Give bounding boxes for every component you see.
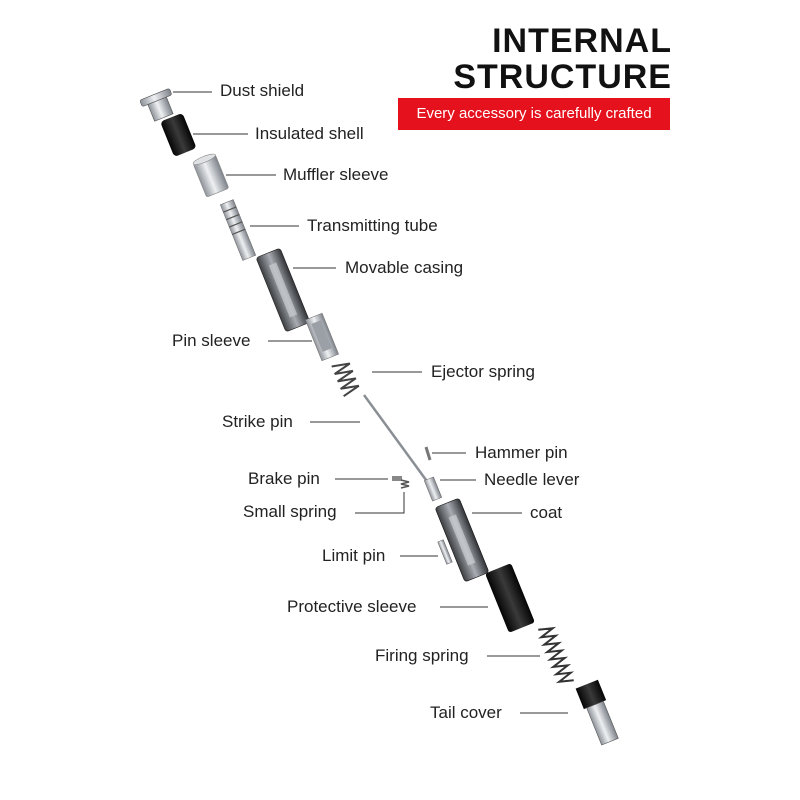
label-hammer-pin: Hammer pin	[475, 443, 568, 462]
label-insulated-shell: Insulated shell	[255, 124, 364, 143]
label-brake-pin: Brake pin	[248, 469, 320, 488]
brake-pin-part	[392, 476, 402, 481]
small-spring-part	[400, 479, 410, 489]
label-needle-lever: Needle lever	[484, 470, 580, 489]
label-tail-cover: Tail cover	[430, 703, 502, 722]
label-small-spring: Small spring	[243, 502, 337, 521]
tail-cover-part	[575, 679, 619, 746]
label-firing-spring: Firing spring	[375, 646, 469, 665]
transmitting-tube-part	[219, 199, 257, 261]
protective-sleeve-part	[485, 563, 535, 633]
coat-part	[435, 498, 489, 582]
muffler-sleeve-part	[192, 153, 229, 197]
tagline-banner: Every accessory is carefully crafted	[398, 98, 670, 130]
title-line-2: STRUCTURE	[453, 58, 672, 96]
label-strike-pin: Strike pin	[222, 412, 293, 431]
leader-small-spring	[355, 492, 405, 514]
limit-pin-part	[437, 539, 453, 565]
firing-spring-part	[537, 626, 575, 684]
label-muffler-sleeve: Muffler sleeve	[283, 165, 389, 184]
movable-casing-part	[256, 248, 310, 332]
label-transmitting-tube: Transmitting tube	[307, 216, 438, 235]
label-dust-shield: Dust shield	[220, 81, 305, 100]
label-protective-sleeve: Protective sleeve	[287, 597, 417, 616]
hammer-pin-part	[424, 446, 432, 461]
ejector-spring-part	[331, 362, 360, 398]
label-movable-casing: Movable casing	[345, 258, 464, 277]
needle-lever-part	[423, 476, 443, 502]
label-pin-sleeve: Pin sleeve	[172, 331, 251, 350]
strike-pin-part	[362, 394, 439, 496]
title-line-1: INTERNAL	[492, 22, 672, 60]
label-coat: coat	[530, 503, 563, 522]
label-limit-pin: Limit pin	[322, 546, 386, 565]
label-ejector-spring: Ejector spring	[431, 362, 535, 381]
pin-sleeve-part	[305, 312, 339, 362]
dust-shield-part	[139, 88, 174, 122]
insulated-shell-part	[161, 114, 196, 156]
leader-lines	[173, 91, 568, 714]
